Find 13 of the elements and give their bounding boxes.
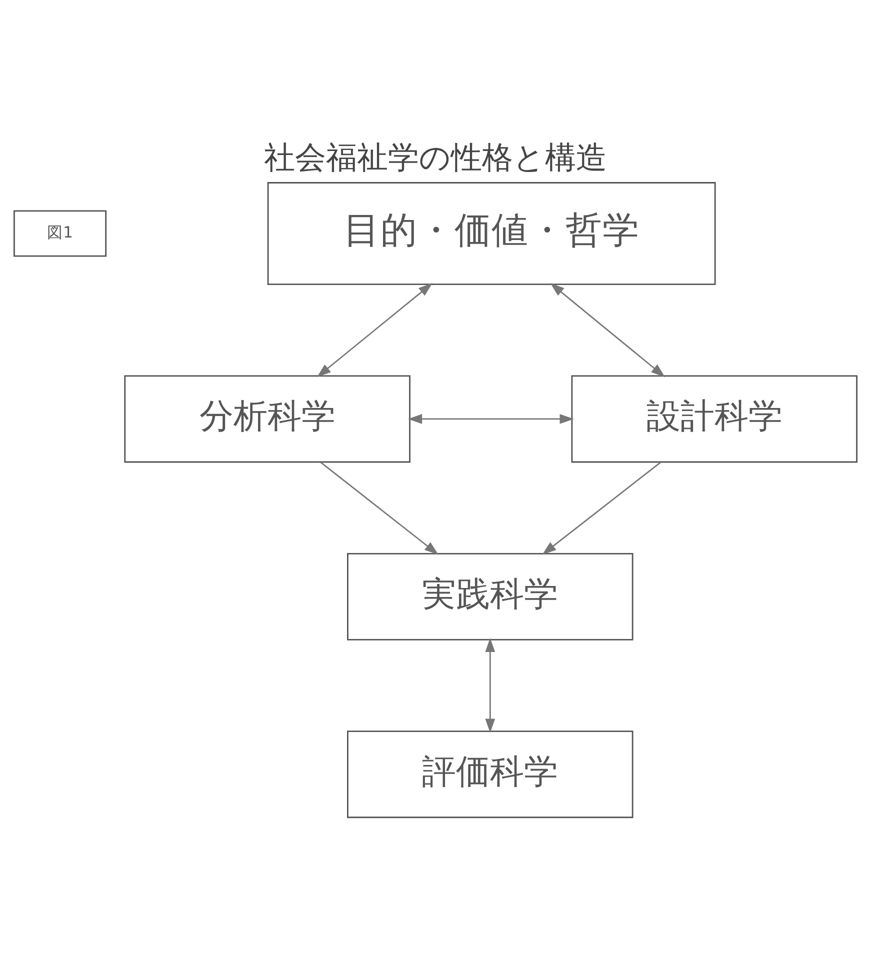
- diagram-title: 社会福祉学の性格と構造: [264, 140, 607, 176]
- arrow: [320, 461, 438, 554]
- arrow: [316, 282, 433, 377]
- node-box: 図1: [14, 210, 107, 256]
- arrow: [550, 282, 666, 377]
- node-box: 設計科学: [571, 374, 858, 462]
- node-box: 目的・価値・哲学: [267, 182, 716, 284]
- node-box: 評価科学: [347, 730, 634, 818]
- node-box: 実践科学: [347, 552, 634, 640]
- arrow: [408, 414, 574, 424]
- arrow: [485, 637, 496, 732]
- arrow: [542, 461, 662, 554]
- node-box: 分析科学: [124, 374, 410, 462]
